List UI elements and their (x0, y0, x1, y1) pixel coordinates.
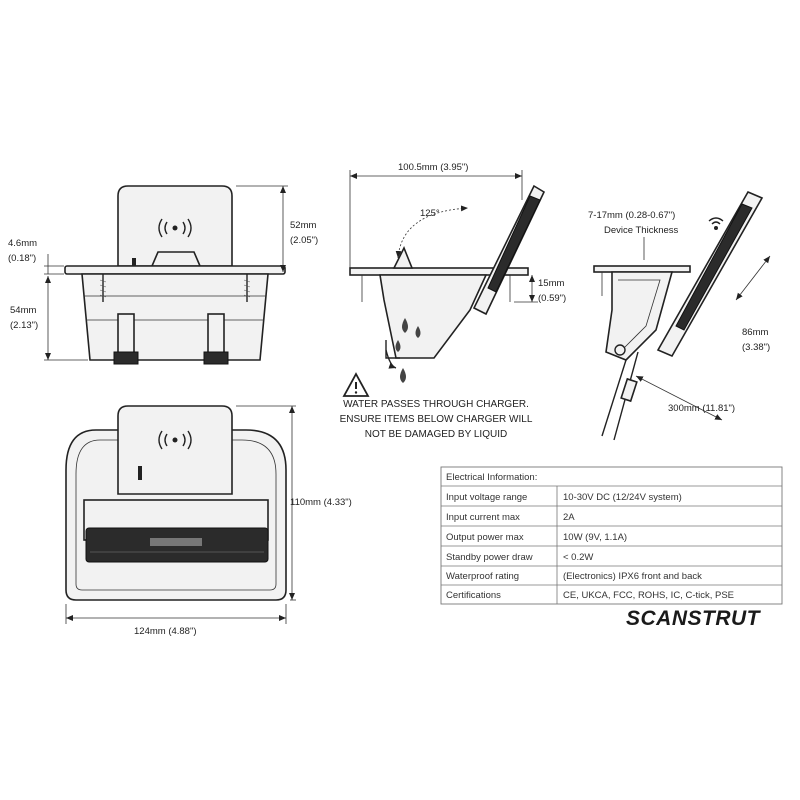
dim-clearance-in: (3.38") (742, 342, 770, 353)
wireless-signal-icon (708, 217, 724, 230)
dim-flange: 4.6mm (8, 238, 37, 249)
phone-screen (675, 203, 753, 331)
table-row-value: CE, UKCA, FCC, ROHS, IC, C-tick, PSE (563, 590, 734, 601)
top-view: 124mm (4.88") 110mm (4.33") (65, 405, 352, 637)
screw-right (243, 274, 251, 302)
clamp-left (113, 313, 139, 365)
front-lip (150, 251, 202, 267)
dim-device-thickness-label: Device Thickness (604, 225, 679, 236)
dim-lip-in: (0.59") (538, 293, 566, 304)
dim-depth: 54mm (10, 305, 36, 316)
warning-line-1: WATER PASSES THROUGH CHARGER. (343, 399, 529, 410)
front-view: 52mm (2.05") 4.6mm (0.18") 54mm (2.13") (8, 185, 318, 365)
warning-triangle-icon (342, 372, 370, 397)
led-indicator (132, 258, 136, 266)
table-row-label: Input current max (446, 512, 520, 523)
pad-top (117, 405, 233, 495)
dim-lip: 15mm (538, 278, 564, 289)
clamp-right (203, 313, 229, 365)
table-row-value: (Electronics) IPX6 front and back (563, 571, 702, 582)
brand-logo: SCANSTRUT (626, 607, 762, 630)
dim-depth-in: (2.13") (10, 320, 38, 331)
table-row-value: 10W (9V, 1.1A) (563, 532, 627, 543)
dim-top-height: 52mm (290, 220, 316, 231)
installed-view: 7-17mm (0.28-0.67") Device Thickness 86m… (588, 190, 771, 441)
warning-line-2: ENSURE ITEMS BELOW CHARGER WILL (340, 414, 533, 425)
dim-device-thickness: 7-17mm (0.28-0.67") (588, 210, 675, 221)
electrical-table: Electrical Information: Input voltage ra… (440, 466, 783, 605)
dim-top-height-in: (2.05") (290, 235, 318, 246)
dim-height: 110mm (4.33") (290, 497, 352, 508)
screw-left (99, 274, 107, 302)
side-body (379, 274, 488, 359)
dim-width: 124mm (4.88") (134, 626, 197, 637)
table-row-label: Certifications (446, 590, 501, 601)
table-row-value: 2A (563, 512, 575, 523)
charger-tub (81, 273, 269, 361)
wireless-charging-icon (158, 218, 192, 238)
dim-cable: 300mm (11.81") (668, 403, 735, 414)
dim-angle: 125° (420, 208, 440, 219)
table-row-label: Standby power draw (446, 552, 533, 563)
water-droplets (395, 318, 421, 383)
table-header: Electrical Information: (446, 472, 537, 483)
table-row-label: Waterproof rating (446, 571, 519, 582)
side-view: 100.5mm (3.95") 125° 15mm (0.59") (349, 162, 566, 383)
warning-line-3: NOT BE DAMAGED BY LIQUID (365, 429, 507, 440)
table-row-value: < 0.2W (563, 552, 593, 563)
dim-clearance: 86mm (742, 327, 768, 338)
mounting-flange (64, 265, 286, 275)
table-row-value: 10-30V DC (12/24V system) (563, 492, 682, 503)
dim-side-width: 100.5mm (3.95") (398, 162, 468, 173)
wireless-charging-icon-top (158, 430, 192, 450)
dim-flange-in: (0.18") (8, 253, 36, 264)
table-row-label: Output power max (446, 532, 524, 543)
table-row-label: Input voltage range (446, 492, 527, 503)
